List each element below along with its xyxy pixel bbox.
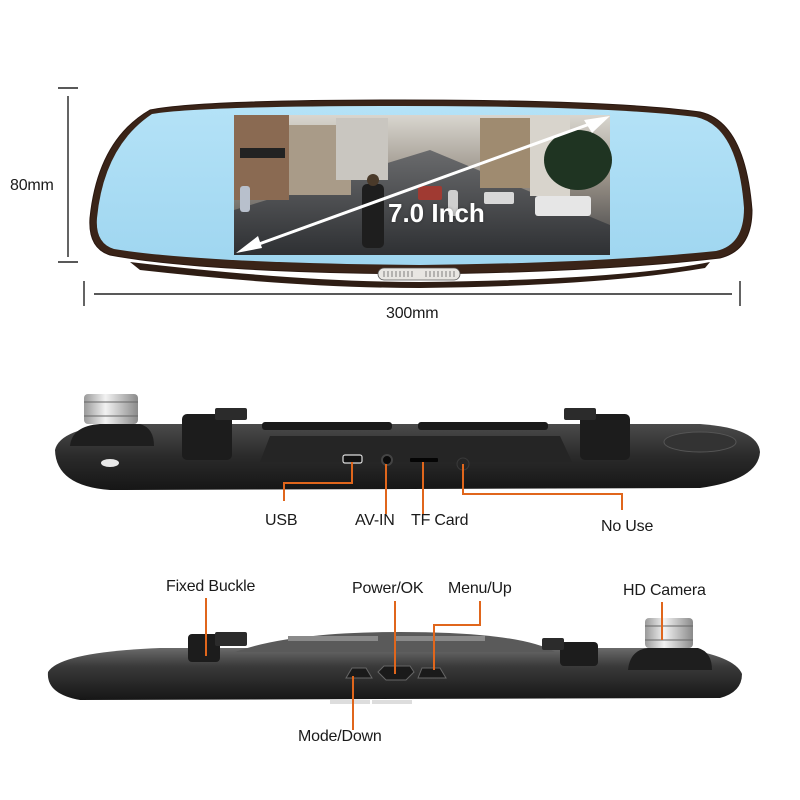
mirror-bottom-grille <box>377 267 461 281</box>
port-leader-lines <box>283 462 623 514</box>
mirror-front-illustration <box>58 87 753 306</box>
callout-menu-up: Menu/Up <box>448 580 512 597</box>
menu-button-icon <box>417 667 447 679</box>
audio-jack-icon <box>381 454 393 466</box>
callout-hd-camera: HD Camera <box>623 582 706 599</box>
mount-buckle-icon <box>182 408 630 460</box>
callout-mode-down: Mode/Down <box>298 728 382 745</box>
callout-fixed-buckle: Fixed Buckle <box>166 578 256 595</box>
callout-no-use: No Use <box>601 518 654 535</box>
screen-size-label: 7.0 Inch <box>388 198 485 228</box>
callout-tf-card: TF Card <box>411 512 469 529</box>
callout-power-ok: Power/OK <box>352 580 424 597</box>
mount-buckle-icon <box>188 632 598 666</box>
callout-usb: USB <box>265 512 298 529</box>
screen-diagonal-arrow <box>236 116 610 253</box>
height-dimension-label: 80mm <box>10 177 54 194</box>
device-bottom-illustration <box>47 598 742 730</box>
front-view: 80mm 300mm 7.0 Inch <box>0 0 800 340</box>
width-dimension-line <box>83 281 741 306</box>
callout-av-in: AV-IN <box>355 512 395 529</box>
device-top-illustration <box>55 394 760 514</box>
sd-card-slot-icon <box>410 458 438 462</box>
height-dimension-line <box>58 87 78 263</box>
bottom-buttons-view: Fixed Buckle Power/OK Menu/Up HD Camera … <box>0 570 800 770</box>
top-ports-view: USB AV-IN TF Card No Use <box>0 380 800 550</box>
mode-button-icon <box>345 667 373 679</box>
mini-usb-port-icon <box>342 454 363 464</box>
button-leader-lines <box>205 598 663 730</box>
width-dimension-label: 300mm <box>386 305 439 322</box>
camera-lens-icon <box>628 618 712 670</box>
camera-lens-icon <box>70 394 154 467</box>
